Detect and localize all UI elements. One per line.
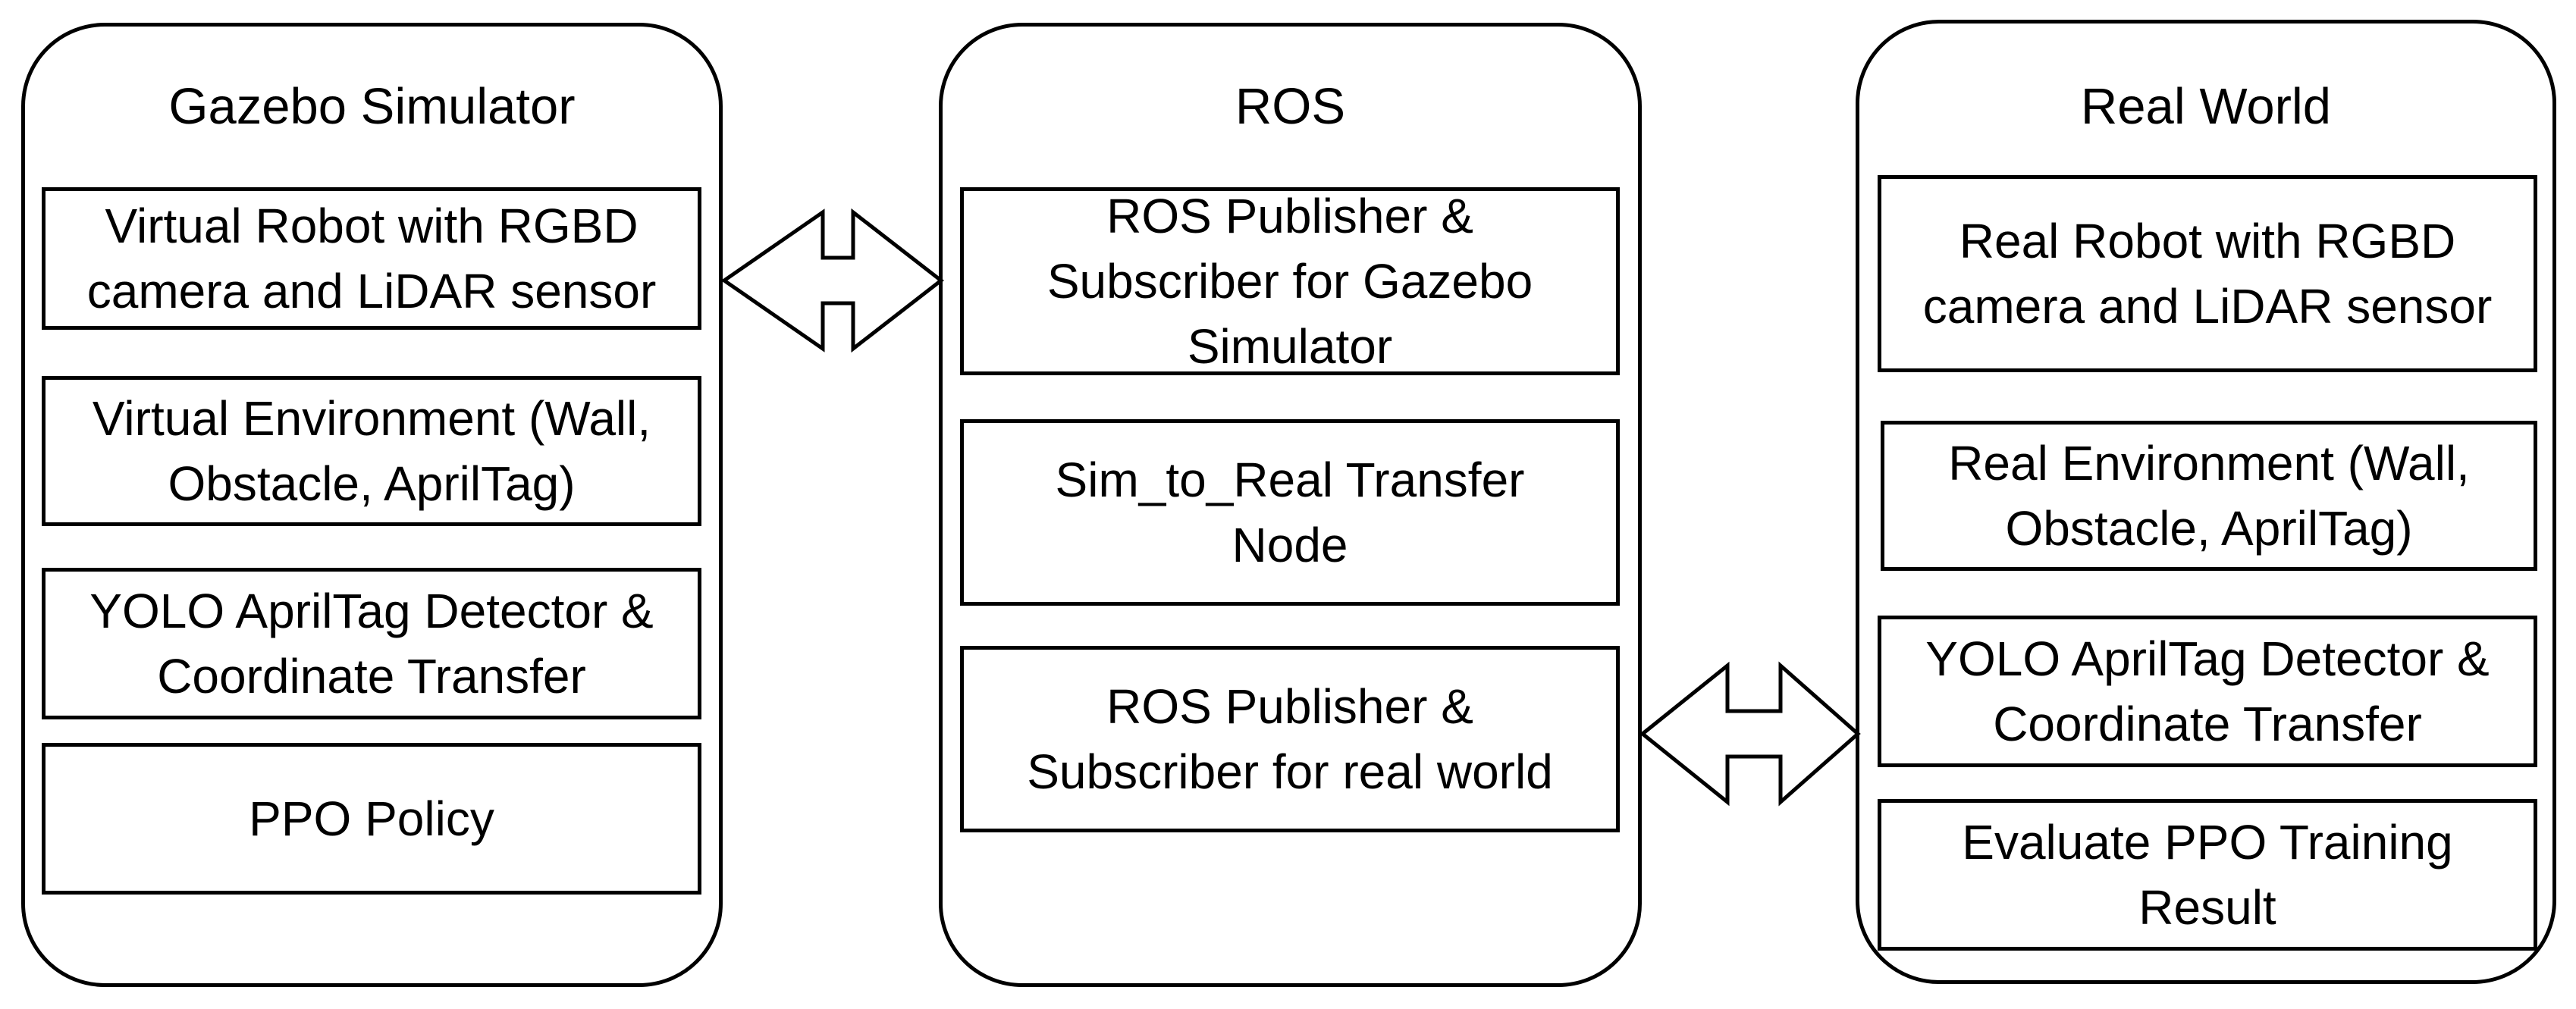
real-yolo-detector-box: YOLO AprilTag Detector & Coordinate Tran… [1878, 616, 2537, 767]
evaluate-ppo-box: Evaluate PPO Training Result [1878, 799, 2537, 951]
real-robot-box: Real Robot with RGBD camera and LiDAR se… [1878, 175, 2537, 372]
ros-panel-title: ROS [1235, 78, 1346, 135]
sim-to-real-node-box: Sim_to_Real Transfer Node [960, 419, 1620, 606]
ros-real-double-arrow [1639, 661, 1861, 807]
virtual-environment-box: Virtual Environment (Wall, Obstacle, Apr… [42, 376, 701, 526]
real-world-panel-title: Real World [2080, 78, 2332, 135]
real-environment-box: Real Environment (Wall, Obstacle, AprilT… [1881, 421, 2537, 571]
virtual-robot-box: Virtual Robot with RGBD camera and LiDAR… [42, 187, 701, 330]
ppo-policy-box: PPO Policy [42, 743, 701, 895]
gazebo-yolo-detector-box: YOLO AprilTag Detector & Coordinate Tran… [42, 568, 701, 719]
ros-gazebo-pubsub-box: ROS Publisher & Subscriber for Gazebo Si… [960, 187, 1620, 375]
gazebo-panel-title: Gazebo Simulator [168, 78, 576, 135]
gazebo-ros-double-arrow [720, 208, 944, 353]
ros-real-world-pubsub-box: ROS Publisher & Subscriber for real worl… [960, 646, 1620, 832]
